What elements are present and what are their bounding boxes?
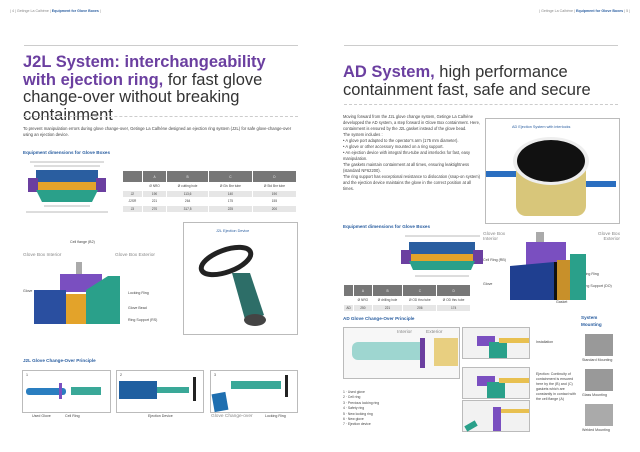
- label-glove: Glove: [483, 282, 493, 286]
- page-title: AD System, high performance containment …: [343, 63, 591, 99]
- label-interior: Glove Box Interior: [483, 232, 506, 242]
- section-heading: AD Glove Change-Over Principle: [343, 316, 415, 321]
- right-page: | Getinge La Calhène | Equipment for Glo…: [320, 0, 640, 452]
- ad-principle-diagram: Interior Exterior: [343, 327, 460, 379]
- system-mounting-heading: System Mounting: [581, 315, 602, 327]
- welded-mounting-image: [585, 404, 613, 426]
- divider: [24, 116, 298, 117]
- label-glove-bead: Glove Bead: [128, 306, 147, 310]
- ad-ejection-image: [486, 137, 616, 216]
- step-label-glove-change-over: Glove Change-over: [211, 414, 253, 419]
- glass-mounting-image: [585, 369, 613, 391]
- page-header: | 4 | Getinge La Calhène | Equipment for…: [10, 9, 101, 13]
- ejection-description: Ejection: Continuity of containment is e…: [536, 372, 576, 401]
- step-label-cell-ring: Cell Ring: [65, 414, 80, 418]
- body-text: Moving forward from the J2L glove change…: [343, 114, 480, 191]
- label-cell-flange: Cell flange (B2): [70, 240, 95, 244]
- ejection-image-2: [462, 400, 530, 432]
- step-label-locking-ring: Locking Ring: [265, 414, 286, 418]
- divider: [344, 104, 618, 105]
- label-glass-mounting: Glass Mounting: [582, 393, 607, 397]
- step-label-ejection-device: Ejection Device: [148, 414, 173, 418]
- divider: [344, 45, 618, 46]
- standard-mounting-image: [585, 334, 613, 356]
- label-exterior: Glove Box Exterior: [115, 253, 155, 258]
- glove-port-dimension-drawing: [26, 161, 108, 213]
- label-locking-ring: Locking Ring: [128, 291, 149, 295]
- ejection-device-image: [198, 244, 266, 326]
- divider: [24, 45, 298, 46]
- step-2-image: 2: [116, 370, 204, 413]
- label-ring-support: Ring Support (DO): [582, 284, 612, 288]
- installation-image: [462, 327, 530, 359]
- section-heading: J2L Glove Change-Over Principle: [23, 358, 96, 363]
- intro-text: To prevent manipulation errors during gl…: [23, 126, 292, 137]
- label-glove: Glove: [23, 289, 33, 293]
- ad-ejection-photo: AD Ejection System with interlocks: [485, 118, 620, 224]
- ad-dimension-drawing: [401, 235, 483, 277]
- label-welded-mounting: Welded Mounting: [582, 428, 610, 432]
- step-1-image: 1: [22, 370, 111, 413]
- label-locking-ring: Locking Ring: [578, 272, 599, 276]
- step-label-used-glove: Used Glove: [32, 414, 51, 418]
- label-gasket: Gasket: [556, 300, 568, 304]
- ad-cross-section: [510, 232, 586, 300]
- label-interior: Glove Box Interior: [23, 253, 62, 258]
- ejection-image-1: [462, 367, 530, 399]
- label-standard-mounting: Standard Mounting: [582, 358, 613, 362]
- label-ring-support: Ring Support (RS): [128, 318, 158, 322]
- ejection-device-photo: J2L Ejection Device: [183, 222, 298, 335]
- j2l-cross-section: [34, 262, 120, 324]
- section-heading: Equipment dimensions for Glove Boxes: [343, 224, 431, 229]
- label-exterior: Glove Box Exterior: [597, 232, 620, 242]
- step-3-image: 3: [210, 370, 298, 413]
- label-installation: Installation: [536, 340, 554, 344]
- label-cell-ring: Cell Ring (RB): [483, 258, 506, 262]
- page-title: J2L System: interchangeability with ejec…: [23, 53, 266, 124]
- left-page: | 4 | Getinge La Calhène | Equipment for…: [10, 9, 298, 419]
- section-heading: Equipment dimensions for Glove Boxes: [23, 150, 111, 155]
- page-header: | Getinge La Calhène | Equipment for Glo…: [539, 9, 630, 13]
